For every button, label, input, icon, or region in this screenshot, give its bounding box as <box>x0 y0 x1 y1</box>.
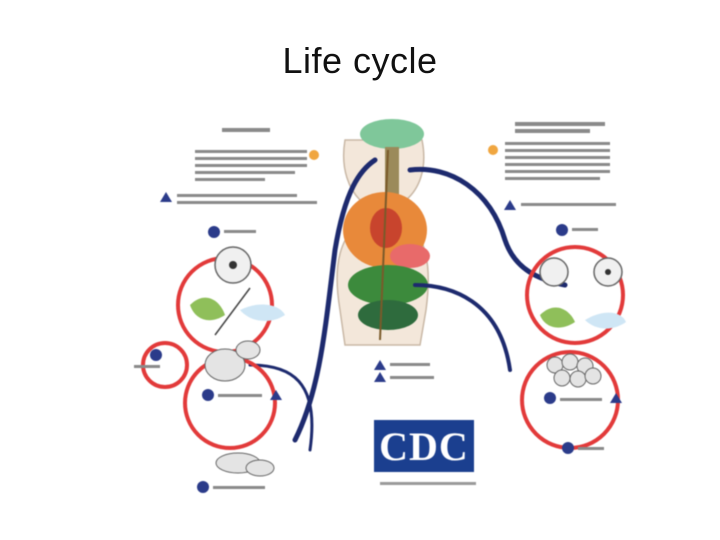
infective-stage-icon <box>309 150 319 160</box>
liver-shape <box>390 244 430 268</box>
plant-illustration <box>190 297 225 321</box>
cdc-logo-box <box>374 420 474 472</box>
diagnostic-legend-icon <box>374 372 386 382</box>
heart-shape <box>370 208 402 248</box>
center-legend <box>374 360 434 382</box>
intestines-shape <box>348 265 428 305</box>
diagnostic-stage-icon <box>504 200 516 210</box>
step-marker <box>208 226 220 238</box>
right-text-block <box>488 122 616 210</box>
human-body <box>336 119 430 346</box>
infective-legend-icon <box>374 360 386 370</box>
left-text-block <box>160 128 319 204</box>
infective-stage-icon <box>488 145 498 155</box>
slide-title: Life cycle <box>282 40 438 81</box>
colon-shape <box>358 300 418 330</box>
water-illustration <box>585 312 626 329</box>
cdc-logo: CDC <box>374 420 476 485</box>
plant-illustration <box>540 307 575 328</box>
step-marker <box>150 349 162 361</box>
diagnostic-stage-icon <box>160 192 172 202</box>
brain-shape <box>360 119 424 149</box>
cdc-logo-text: CDC <box>379 424 469 469</box>
digestive-tract <box>379 149 389 341</box>
trophozoite-illustration <box>204 348 246 382</box>
step-marker <box>202 389 214 401</box>
right-cycle <box>520 224 626 454</box>
life-cycle-diagram: CDC <box>134 119 626 493</box>
water-illustration <box>240 304 285 322</box>
step-marker <box>197 481 209 493</box>
cell-cluster-illustration <box>546 353 602 388</box>
step-marker <box>562 442 574 454</box>
left-cycle <box>134 226 285 493</box>
step-marker <box>544 392 556 404</box>
oocyst-illustration <box>539 257 569 287</box>
right-upper-cycle <box>525 245 625 345</box>
step-marker <box>556 224 568 236</box>
